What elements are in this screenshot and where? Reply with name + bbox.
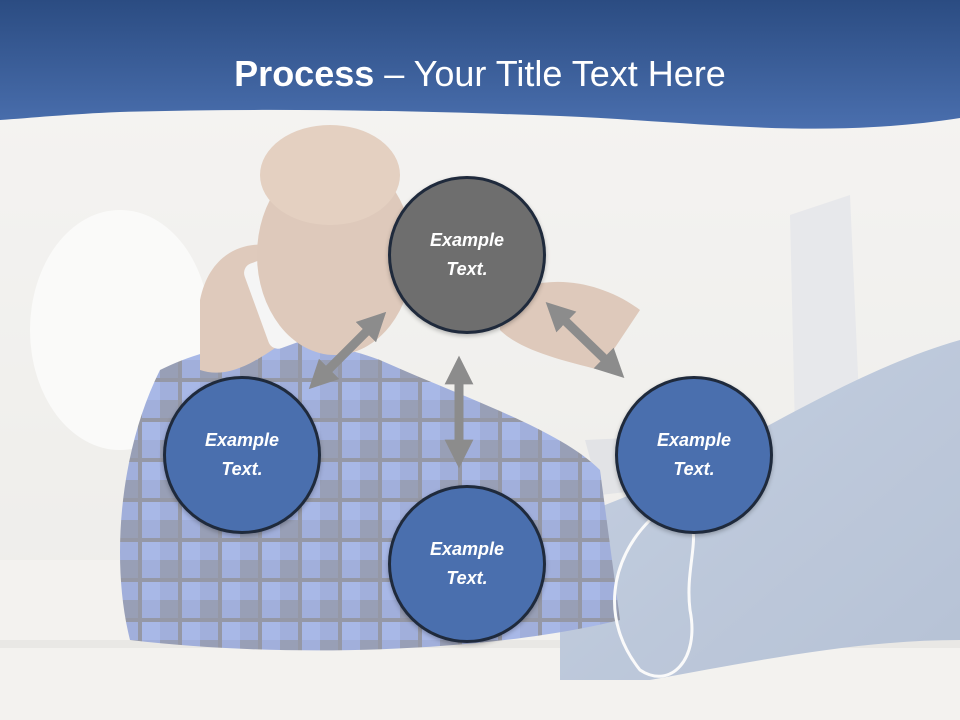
title-bold: Process	[234, 53, 375, 94]
process-node-right: Example Text.	[615, 376, 773, 534]
header-band	[0, 0, 960, 129]
node-left-text: Example Text.	[204, 430, 280, 479]
process-node-left: Example Text.	[163, 376, 321, 534]
title-rest: – Your Title Text Here	[374, 53, 726, 94]
node-right-text: Example Text.	[656, 430, 732, 479]
process-node-center: Example Text.	[388, 176, 546, 334]
slide-title: Process – Your Title Text Here	[0, 52, 960, 96]
node-bottom-text: Example Text.	[429, 539, 505, 588]
process-node-bottom: Example Text.	[388, 485, 546, 643]
node-center-text: Example Text.	[429, 230, 505, 279]
